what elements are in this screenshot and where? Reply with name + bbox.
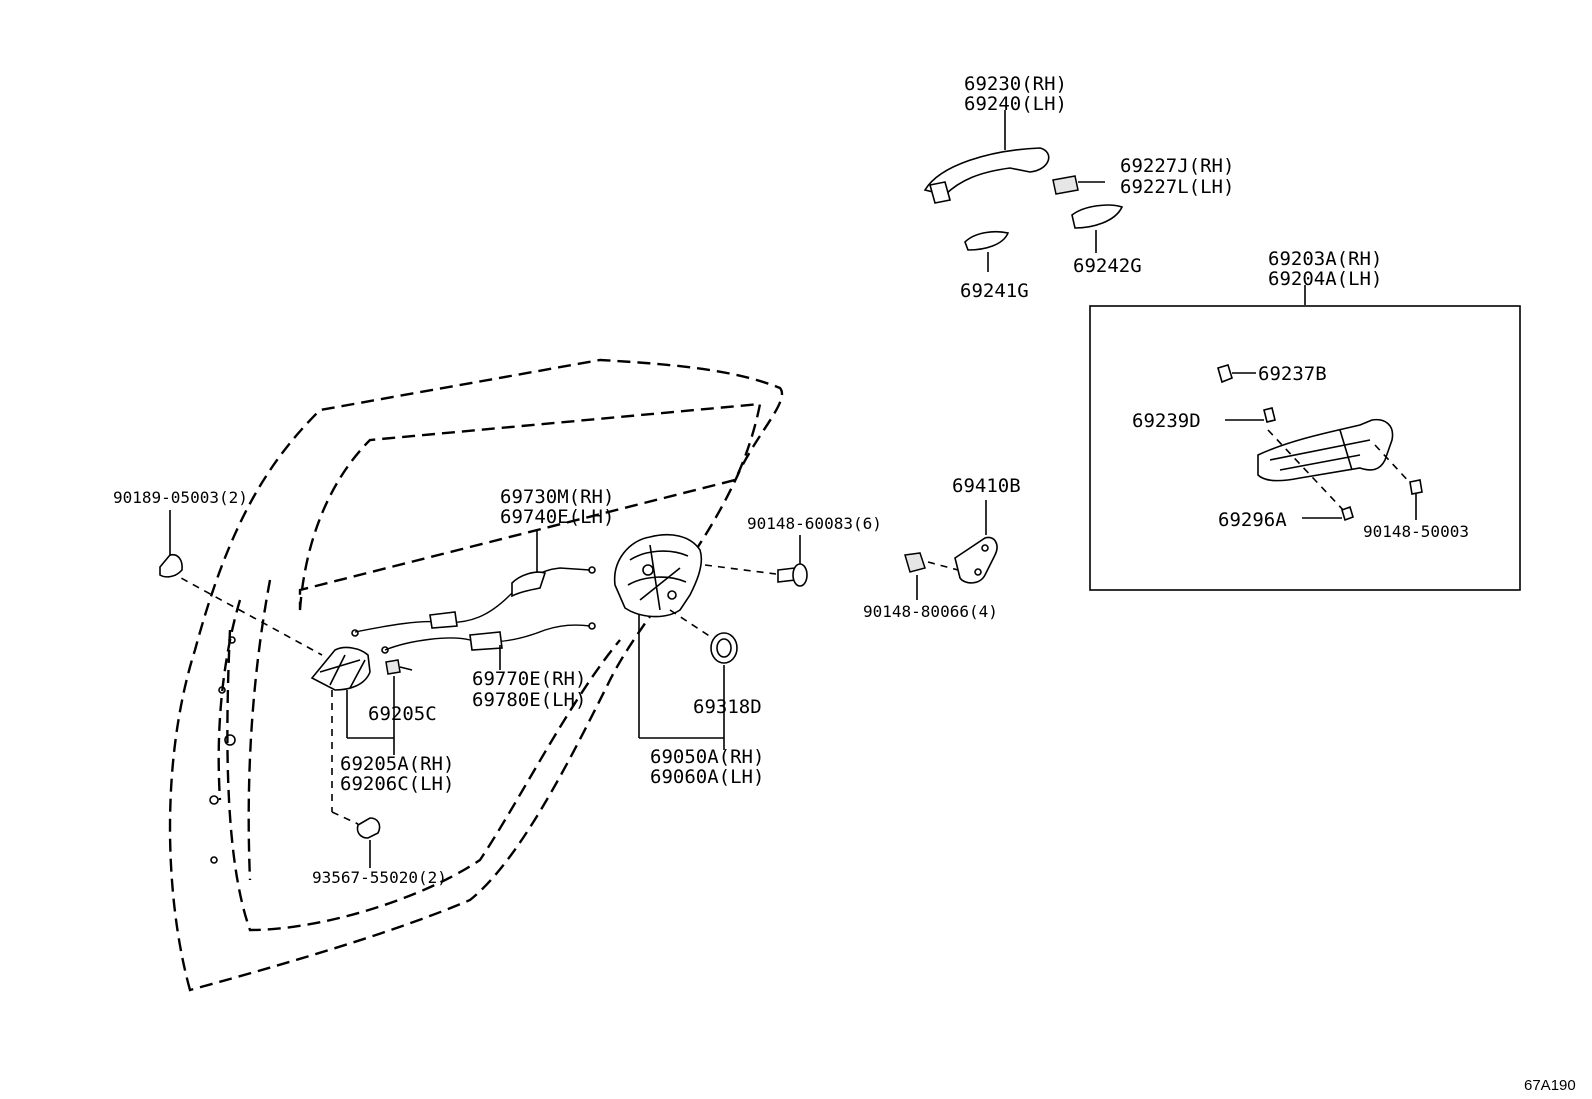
- outside-handle-69230: [923, 110, 1050, 204]
- label-69318d: 69318D: [693, 696, 762, 718]
- cable-69770e: [381, 622, 596, 670]
- label-69205c: 69205C: [368, 703, 437, 725]
- label-69410b: 69410B: [952, 475, 1021, 497]
- frame-assy-box: [1089, 285, 1521, 591]
- label-69204a: 69204A(LH): [1268, 268, 1382, 290]
- pad-69242g: [1071, 204, 1124, 253]
- latch-69205a: [169, 571, 413, 812]
- label-69206c: 69206C(LH): [340, 773, 454, 795]
- bolt-93567: [331, 811, 381, 868]
- label-69230: 69230(RH): [964, 73, 1067, 95]
- label-93567: 93567-55020(2): [312, 868, 447, 887]
- label-69227l: 69227L(LH): [1120, 176, 1234, 198]
- door-outline: [168, 358, 783, 992]
- cable-69730m: [351, 530, 596, 637]
- label-69730m: 69730M(RH): [500, 486, 614, 508]
- screw-90148-60083: [704, 535, 808, 587]
- label-69060a: 69060A(LH): [650, 766, 764, 788]
- part-labels: 69230(RH) 69240(LH) 69227J(RH) 69227L(LH…: [113, 73, 1576, 1094]
- label-90148-60083: 90148-60083(6): [747, 514, 882, 533]
- label-69740e: 69740E(LH): [500, 506, 614, 528]
- label-69237b: 69237B: [1258, 363, 1327, 385]
- label-69227j: 69227J(RH): [1120, 155, 1234, 177]
- label-69296a: 69296A: [1218, 509, 1287, 531]
- diagram-ref-code: 67A190: [1524, 1077, 1576, 1094]
- label-69203a: 69203A(RH): [1268, 248, 1382, 270]
- clip-90189: [159, 510, 183, 578]
- handle-cap-69227: [1052, 175, 1105, 195]
- label-90148-50003: 90148-50003: [1363, 522, 1469, 541]
- striker-69410b: [904, 500, 998, 600]
- label-69205a: 69205A(RH): [340, 753, 454, 775]
- label-69240: 69240(LH): [964, 93, 1067, 115]
- door-lock-assy: [613, 534, 738, 750]
- label-69770e: 69770E(RH): [472, 668, 586, 690]
- label-69050a: 69050A(RH): [650, 746, 764, 768]
- label-69239d: 69239D: [1132, 410, 1201, 432]
- label-69242g: 69242G: [1073, 255, 1142, 277]
- pad-69241g: [964, 230, 1010, 272]
- label-90148-80066: 90148-80066(4): [863, 602, 998, 621]
- label-69780e: 69780E(LH): [472, 689, 586, 711]
- label-90189: 90189-05003(2): [113, 488, 248, 507]
- label-69241g: 69241G: [960, 280, 1029, 302]
